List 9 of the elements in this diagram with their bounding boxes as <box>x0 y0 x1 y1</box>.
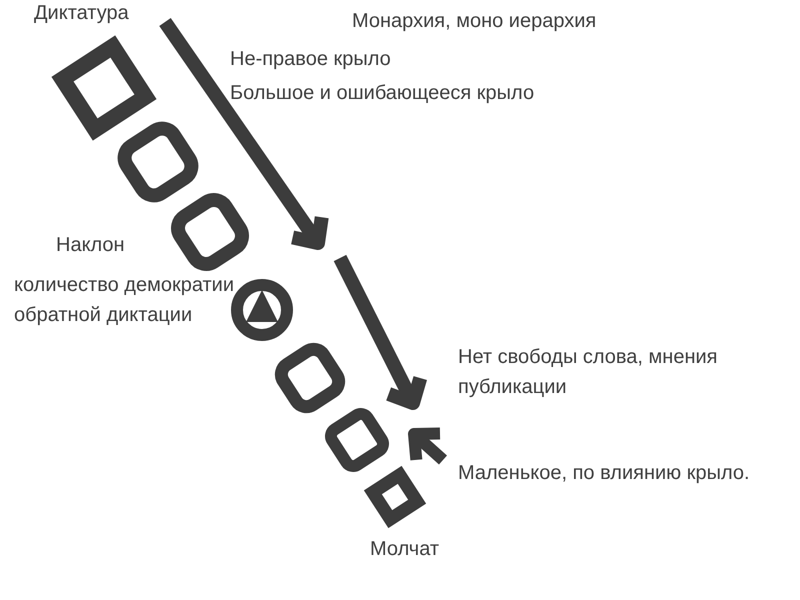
label-text: Наклон <box>56 233 126 258</box>
label-text: Не-правое крыло <box>230 47 392 72</box>
label-text: количество демократии обратной диктации <box>14 273 236 328</box>
label-text: Монархия, моно иерархия <box>352 9 598 34</box>
label-text: Молчат <box>370 537 440 562</box>
label-text: Маленькое, по влиянию крыло. <box>458 461 751 486</box>
label-text: Нет свободы слова, мнения публикации <box>458 345 719 400</box>
label-text: Диктатура <box>34 1 130 26</box>
label-text: Большое и ошибающееся крыло <box>230 81 536 106</box>
